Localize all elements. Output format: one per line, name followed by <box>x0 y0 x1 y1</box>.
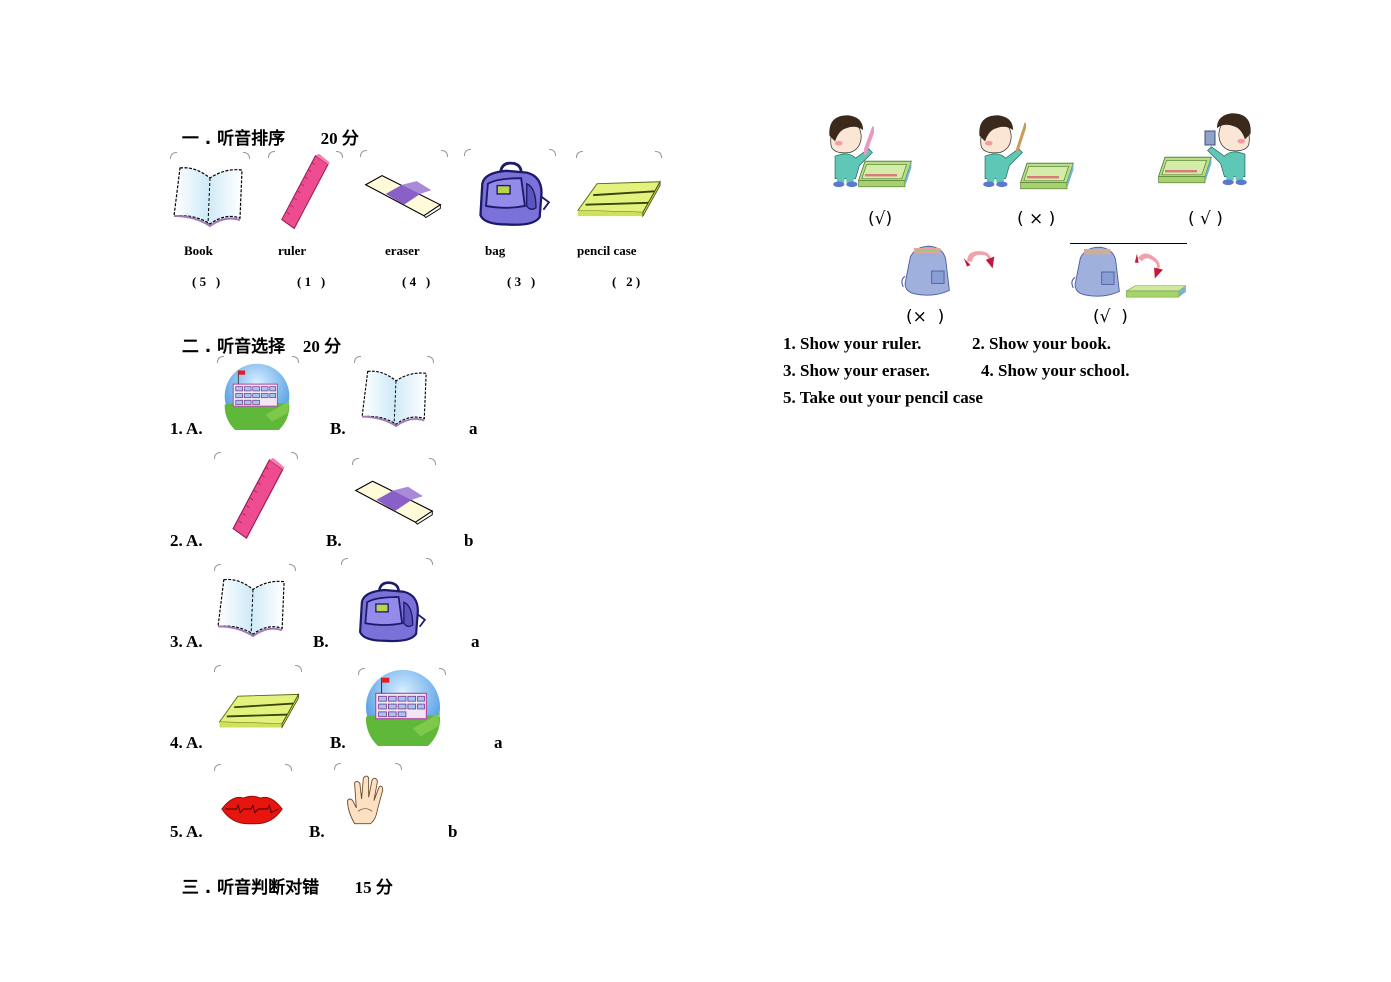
section1-answer-book: ( 5 ) <box>192 274 221 289</box>
script-line-3: 3. Show your eraser. <box>783 361 930 380</box>
q1-answer: a <box>469 419 478 438</box>
pencil-case-icon <box>576 174 662 222</box>
section1-label-bag: bag <box>485 243 506 258</box>
section1-answer-pencil-case: ( 2 ) <box>612 274 641 289</box>
q2-option-b[interactable] <box>350 456 438 528</box>
script-line-5: 5. Take out your pencil case <box>783 388 983 407</box>
section1-item-eraser <box>358 146 450 226</box>
eraser-icon <box>362 164 444 220</box>
arrow-icon <box>1128 243 1171 284</box>
section1-heading: 一 . 听音排序 20 分 <box>170 104 359 149</box>
section1-item-bag <box>462 146 558 232</box>
section3-picture-2 <box>972 100 1084 196</box>
section2-points: 20 分 <box>302 337 342 356</box>
q1-option-b[interactable] <box>352 354 436 430</box>
pencil-box-icon <box>1012 160 1082 192</box>
q1-option-a[interactable] <box>215 354 301 434</box>
section3-picture-1 <box>822 102 922 192</box>
q3-answer: a <box>471 632 480 651</box>
bag-take-out-pencil-case-icon <box>1068 244 1130 300</box>
section1-answer-bag: ( 3 ) <box>507 274 536 289</box>
section2-heading: 二 . 听音选择 20 分 <box>170 312 341 357</box>
section2-title: 二 . 听音选择 <box>181 337 286 357</box>
section1-answer-ruler: ( 1 ) <box>297 274 326 289</box>
section3-picture-5 <box>1068 244 1190 302</box>
ruler-icon <box>271 152 337 232</box>
section1-title: 一 . 听音排序 <box>181 129 286 149</box>
arrow-icon <box>962 246 996 272</box>
q2-option-b-label: B. <box>326 531 342 550</box>
q4-option-b-label: B. <box>330 733 346 752</box>
q4-option-b[interactable] <box>356 666 448 746</box>
bag-icon <box>468 156 554 230</box>
ruler-held-icon <box>864 126 874 156</box>
q3-option-b-label: B. <box>313 632 329 651</box>
q4-answer: a <box>494 733 503 752</box>
bag-icon <box>349 576 429 646</box>
pencil-case-icon <box>1126 284 1188 298</box>
q5-option-b[interactable] <box>334 762 404 828</box>
section1-points: 20 分 <box>320 129 359 148</box>
section1-label-eraser: eraser <box>385 243 420 258</box>
ruler-icon <box>220 456 294 542</box>
q1-number: 1. A. <box>170 419 203 438</box>
hand-icon <box>344 772 388 826</box>
q3-option-b[interactable] <box>339 556 435 646</box>
section1-label-pencil-case: pencil case <box>577 243 637 258</box>
q4-number: 4. A. <box>170 733 203 752</box>
script-line-4: 4. Show your school. <box>981 361 1130 380</box>
section3-mark-3: ( √ ) <box>1188 209 1223 229</box>
script-line-2: 2. Show your book. <box>972 334 1112 353</box>
pencil-case-icon <box>214 687 304 733</box>
pencil-box-icon <box>850 158 920 190</box>
section3-title: 三 . 听音判断对错 <box>181 878 320 898</box>
section1-item-pencil-case <box>574 146 664 226</box>
q5-option-b-label: B. <box>309 822 325 841</box>
q5-answer: b <box>448 822 458 841</box>
book-icon <box>358 362 434 428</box>
q3-option-a[interactable] <box>212 562 298 640</box>
q3-number: 3. A. <box>170 632 203 651</box>
q2-option-a[interactable] <box>212 450 300 540</box>
section3-mark-5: (√ ) <box>1093 307 1128 327</box>
section3-mark-4: (× ) <box>906 307 945 327</box>
divider-line <box>1070 243 1187 244</box>
section1-item-ruler <box>265 146 345 230</box>
section3-mark-2: ( × ) <box>1017 209 1056 229</box>
section1-item-book <box>168 146 250 226</box>
q5-number: 5. A. <box>170 822 203 841</box>
q1-option-b-label: B. <box>330 419 346 438</box>
q2-answer: b <box>464 531 474 550</box>
mouth-icon <box>220 790 284 828</box>
school-icon <box>223 362 291 430</box>
section3-picture-4 <box>898 240 998 302</box>
section3-points: 15 分 <box>354 878 393 897</box>
section1-label-ruler: ruler <box>278 243 307 258</box>
section3-heading: 三 . 听音判断对错 15 分 <box>170 853 393 898</box>
section3-picture-3 <box>1148 100 1260 190</box>
bag-open-icon <box>898 242 960 300</box>
section1-label-book: Book <box>184 243 213 258</box>
book-icon <box>214 570 292 638</box>
q5-option-a[interactable] <box>212 762 294 830</box>
section1-answer-eraser: ( 4 ) <box>402 274 431 289</box>
school-icon <box>364 668 442 746</box>
pencil-held-icon <box>1016 122 1026 152</box>
book-icon <box>170 158 250 228</box>
section3-mark-1: (√) <box>868 209 893 229</box>
q2-number: 2. A. <box>170 531 203 550</box>
q4-option-a[interactable] <box>212 663 304 735</box>
eraser-icon <box>352 470 436 526</box>
script-line-1: 1. Show your ruler. <box>783 334 922 353</box>
eraser-held-icon <box>1204 130 1216 146</box>
